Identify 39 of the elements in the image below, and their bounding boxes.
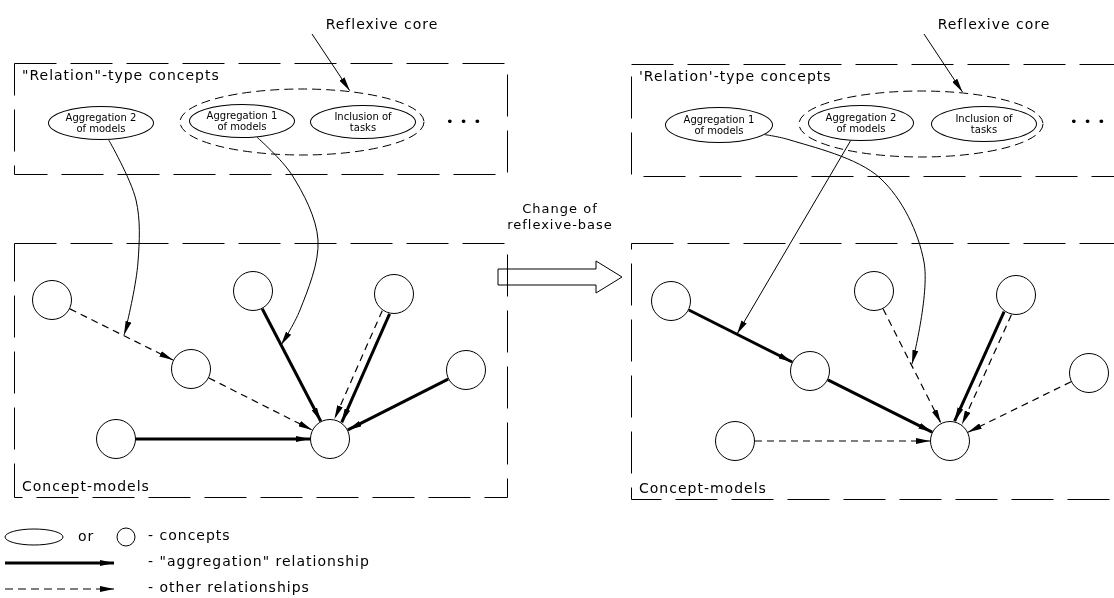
arrow: [688, 308, 793, 364]
arrow: [347, 377, 449, 432]
arrow: [311, 33, 351, 92]
dashed-panel: [14, 63, 508, 175]
dashed-arrow: [208, 377, 313, 431]
arrow: [136, 436, 310, 442]
block-arrow: [497, 260, 623, 294]
ellipsis-mark: • • •: [446, 114, 483, 129]
legend-text: or: [78, 528, 95, 544]
dashed-panel: [14, 242, 508, 498]
dashed-group-ellipse: [798, 90, 1044, 158]
arrow: [923, 33, 963, 93]
legend-text: - other relationships: [148, 579, 310, 595]
curved-arrow: [764, 134, 926, 365]
panel-title: "Relation"-type concepts: [22, 67, 220, 83]
arrow: [340, 313, 391, 423]
dashed-arrow: [69, 308, 174, 361]
curved-arrow: [108, 139, 140, 336]
dashed-arrow: [754, 438, 931, 444]
curved-arrow: [256, 136, 319, 346]
dashed-arrow: [333, 310, 383, 420]
panel-title: 'Relation'-type concepts: [639, 67, 832, 84]
panel-title: Concept-models: [22, 477, 150, 494]
dashed-arrow: [967, 381, 1072, 433]
dashed-panel: [631, 63, 1114, 177]
arrow: [260, 308, 323, 422]
callout-label: Reflexive core: [312, 14, 452, 34]
panel-title: Concept-models: [639, 479, 767, 496]
ellipsis-mark: • • •: [1070, 114, 1107, 129]
arrow: [827, 378, 933, 434]
callout-label: Reflexive core: [924, 14, 1064, 34]
arrow: [736, 140, 852, 335]
dashed-group-ellipse: [179, 88, 425, 156]
legend-text: - "aggregation" relationship: [148, 553, 370, 569]
dashed-arrow: [882, 308, 942, 424]
arrow: [953, 310, 1006, 422]
dashed-panel: [631, 242, 1114, 500]
legend-text: - concepts: [148, 527, 231, 543]
dashed-arrow: [961, 314, 1012, 426]
